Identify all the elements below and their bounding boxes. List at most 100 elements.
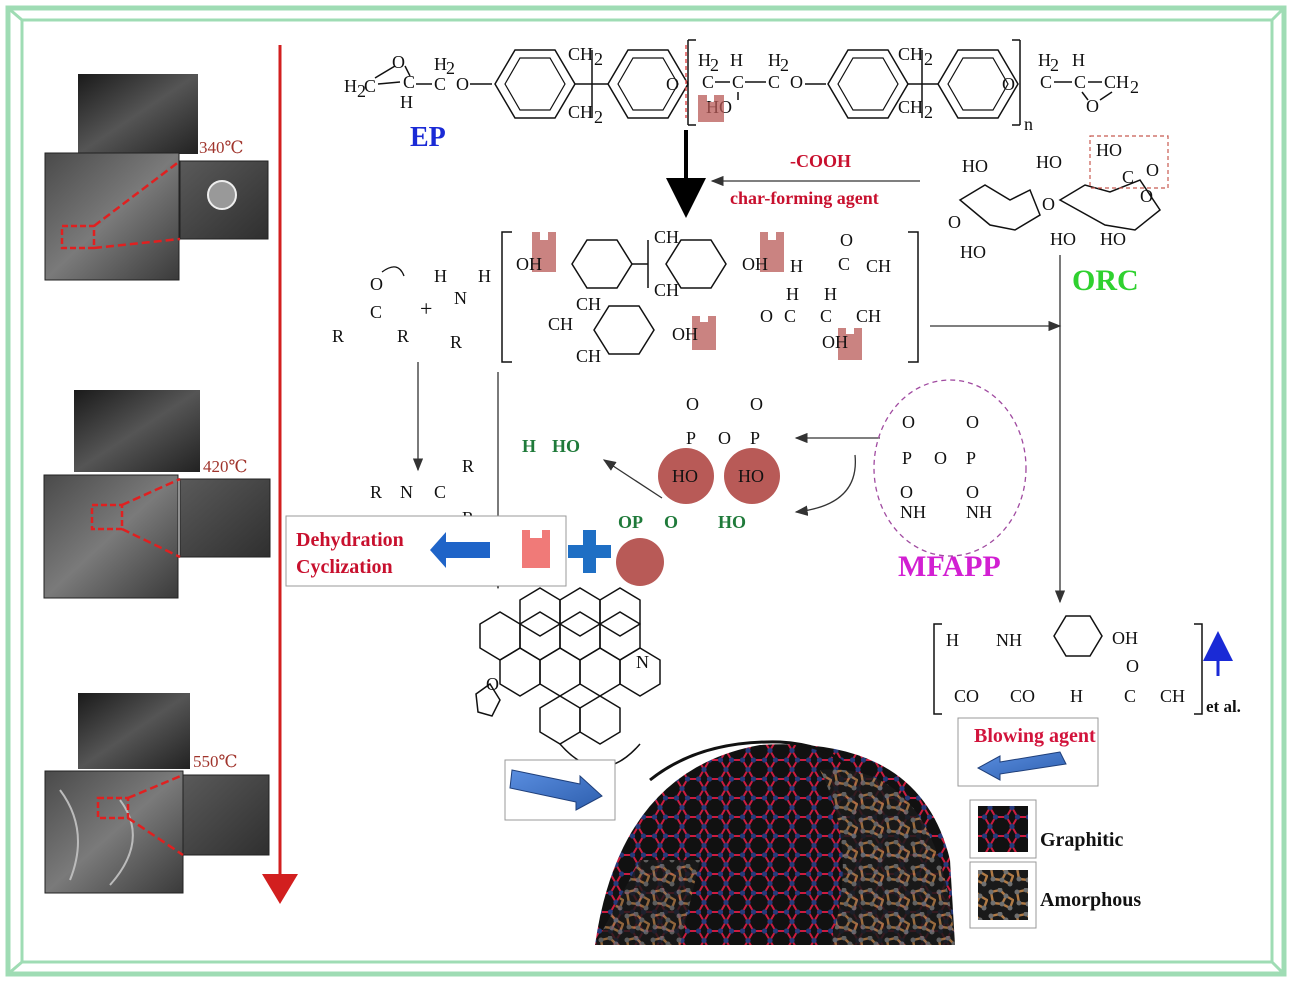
sem-zoom-550 — [182, 774, 270, 856]
svg-text:O: O — [1126, 656, 1139, 676]
orc-label: ORC — [1072, 264, 1139, 297]
svg-text:O: O — [1140, 186, 1153, 206]
svg-text:H: H — [786, 284, 799, 304]
etal-label: et al. — [1206, 697, 1241, 716]
mfapp-structure: O P O P O O O NH NH MFAPP — [873, 379, 1027, 583]
gas-products: H NH OH CO CO H C CH O et al. — [933, 615, 1241, 716]
svg-text:O: O — [1042, 194, 1055, 214]
ep-structure: H 2 C O H C H 2 C O CH 2 CH 2 O H 2 C H … — [344, 39, 1139, 153]
svg-text:R: R — [370, 482, 382, 502]
o2p-radical: O — [664, 512, 678, 532]
sem-image-420 — [43, 474, 179, 599]
svg-text:C: C — [1122, 167, 1134, 187]
svg-text:O: O — [486, 674, 499, 694]
sem-zoom-420 — [179, 478, 271, 558]
svg-text:HO: HO — [1036, 152, 1062, 172]
svg-text:R: R — [450, 332, 462, 352]
svg-text:2: 2 — [594, 107, 603, 127]
svg-text:HO: HO — [960, 242, 986, 262]
svg-text:C: C — [702, 72, 714, 92]
svg-text:O: O — [370, 274, 383, 294]
svg-text:CH: CH — [576, 346, 601, 366]
svg-text:CH: CH — [654, 227, 679, 247]
svg-text:R: R — [397, 326, 409, 346]
svg-text:C: C — [838, 254, 850, 274]
svg-text:H: H — [730, 50, 743, 70]
temperature-label-550: 550℃ — [193, 752, 238, 771]
svg-text:2: 2 — [1130, 77, 1139, 97]
svg-text:NH: NH — [996, 630, 1022, 650]
svg-text:H: H — [344, 76, 357, 96]
svg-text:H: H — [1038, 50, 1051, 70]
svg-text:n: n — [1024, 114, 1033, 134]
svg-text:CH: CH — [568, 44, 593, 64]
svg-text:O: O — [1086, 96, 1099, 116]
svg-text:O: O — [456, 74, 469, 94]
svg-text:OH: OH — [1112, 628, 1138, 648]
svg-text:C: C — [403, 72, 415, 92]
svg-text:O: O — [1146, 160, 1159, 180]
legend-amorphous: Amorphous — [1040, 889, 1141, 911]
carbonyl-amine: O C R R + H H N R — [332, 266, 491, 352]
svg-text:H: H — [698, 50, 711, 70]
svg-text:H: H — [824, 284, 837, 304]
svg-text:H: H — [768, 50, 781, 70]
char-structure — [475, 587, 661, 768]
svg-text:HO: HO — [1050, 229, 1076, 249]
h-radical: H — [522, 436, 536, 456]
svg-text:CH: CH — [654, 280, 679, 300]
svg-text:H: H — [1070, 686, 1083, 706]
svg-text:R: R — [332, 326, 344, 346]
legend: Graphitic Amorphous — [969, 799, 1141, 929]
hydroxyl-blob — [760, 232, 784, 272]
temperature-label-420: 420℃ — [203, 457, 248, 476]
cyclization-label: Cyclization — [296, 556, 393, 578]
svg-text:P: P — [686, 428, 696, 448]
svg-text:O: O — [948, 212, 961, 232]
mfapp-label: MFAPP — [898, 550, 1001, 583]
svg-text:CH: CH — [856, 306, 881, 326]
hydroxyl-blob — [838, 328, 862, 360]
svg-text:CH: CH — [898, 44, 923, 64]
svg-text:O: O — [392, 52, 405, 72]
svg-text:P: P — [902, 448, 912, 468]
char-forming-agent-label: char-forming agent — [730, 188, 879, 208]
dehydration-box: Dehydration Cyclization — [285, 515, 611, 587]
svg-text:OH: OH — [742, 254, 768, 274]
svg-text:CH: CH — [576, 294, 601, 314]
svg-text:2: 2 — [594, 49, 603, 69]
svg-text:HO: HO — [962, 156, 988, 176]
char-photo-340 — [78, 74, 198, 154]
svg-text:H: H — [1072, 50, 1085, 70]
svg-text:2: 2 — [780, 55, 789, 75]
svg-text:CH: CH — [568, 102, 593, 122]
svg-text:O: O — [666, 74, 679, 94]
blowing-agent-label: Blowing agent — [974, 725, 1096, 747]
svg-text:2: 2 — [924, 102, 933, 122]
svg-text:N: N — [454, 288, 467, 308]
sem-column: 340℃ 420℃ 550℃ — [43, 45, 298, 904]
svg-text:C: C — [784, 306, 796, 326]
svg-text:H: H — [434, 266, 447, 286]
intermediates: OH CH CH OH H C CH O CH CH CH OH O C H C… — [501, 227, 919, 366]
svg-text:CH: CH — [898, 97, 923, 117]
svg-text:2: 2 — [446, 58, 455, 78]
svg-text:OH: OH — [516, 254, 542, 274]
ho-radical: HO — [552, 436, 580, 456]
svg-text:2: 2 — [924, 49, 933, 69]
svg-text:C: C — [364, 76, 376, 96]
sem-image-340 — [44, 152, 180, 281]
svg-text:C: C — [768, 72, 780, 92]
svg-text:O: O — [966, 412, 979, 432]
svg-text:O: O — [900, 482, 913, 502]
svg-text:CH: CH — [866, 256, 891, 276]
frame — [5, 5, 1287, 977]
svg-text:CH: CH — [548, 314, 573, 334]
svg-text:C: C — [434, 74, 446, 94]
svg-text:HO: HO — [1100, 229, 1126, 249]
svg-text:C: C — [370, 302, 382, 322]
svg-text:P: P — [750, 428, 760, 448]
svg-text:C: C — [820, 306, 832, 326]
svg-text:C: C — [434, 482, 446, 502]
